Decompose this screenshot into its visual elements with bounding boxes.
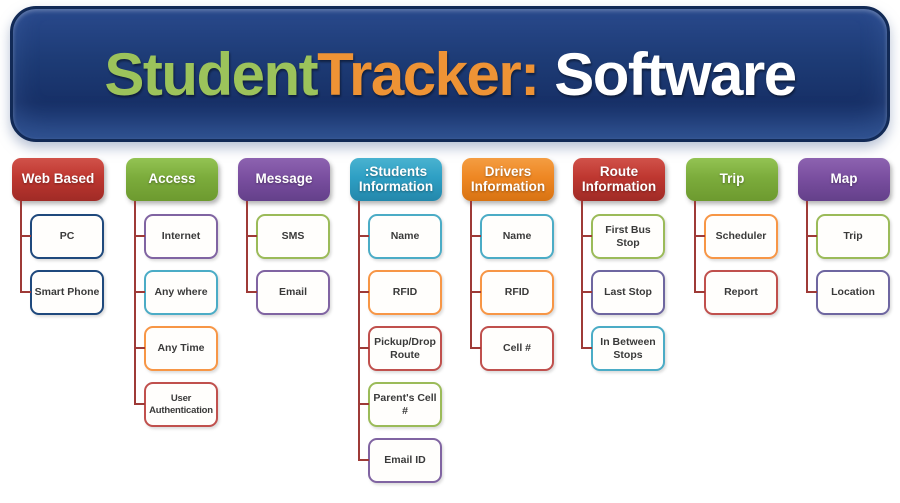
column-web-based: Web Based PC Smart Phone <box>12 158 104 498</box>
connector-line <box>246 201 248 293</box>
column-header-access: Access <box>126 158 218 201</box>
node-pickup-drop-route: Pickup/Drop Route <box>358 326 442 371</box>
node-driver-name: Name <box>470 214 554 259</box>
node-pc: PC <box>20 214 104 259</box>
column-header-web-based: Web Based <box>12 158 104 201</box>
column-header-label: Route Information <box>581 163 657 194</box>
node-label: Name <box>390 230 420 243</box>
node-label: In Between Stops <box>600 336 656 361</box>
column-access: Access Internet Any where Any Time User … <box>126 158 218 498</box>
column-header-message: Message <box>238 158 330 201</box>
node-label: Email <box>278 286 307 299</box>
node-label: Scheduler <box>715 230 767 243</box>
node-label: Parent's Cell # <box>373 392 437 417</box>
column-header-route-information: Route Information <box>573 158 665 201</box>
node-any-where: Any where <box>134 270 218 315</box>
node-label: Name <box>502 230 532 243</box>
column-header-label: Map <box>830 171 858 187</box>
connector-line <box>134 201 136 405</box>
node-label: RFID <box>392 286 418 299</box>
connector-line <box>358 201 360 461</box>
node-label: Location <box>831 286 875 299</box>
node-student-name: Name <box>358 214 442 259</box>
node-in-between-stops: In Between Stops <box>581 326 665 371</box>
node-driver-rfid: RFID <box>470 270 554 315</box>
column-header-map: Map <box>798 158 890 201</box>
node-smart-phone: Smart Phone <box>20 270 104 315</box>
node-label: Pickup/Drop Route <box>374 336 436 361</box>
node-map-trip: Trip <box>806 214 890 259</box>
node-label: RFID <box>504 286 530 299</box>
node-sms: SMS <box>246 214 330 259</box>
node-scheduler: Scheduler <box>694 214 778 259</box>
node-label: Email ID <box>384 454 426 467</box>
node-report: Report <box>694 270 778 315</box>
node-label: Any where <box>154 286 208 299</box>
connector-line <box>694 201 696 293</box>
column-header-label: Drivers Information <box>470 163 546 194</box>
title-part-student: Student <box>104 40 318 108</box>
column-route-information: Route Information First Bus Stop Last St… <box>573 158 665 498</box>
column-header-label: :Students Information <box>358 163 434 194</box>
node-last-stop: Last Stop <box>581 270 665 315</box>
node-label: Report <box>724 286 758 299</box>
node-email-id: Email ID <box>358 438 442 483</box>
node-first-bus-stop: First Bus Stop <box>581 214 665 259</box>
connector-line <box>470 201 472 349</box>
node-label: First Bus Stop <box>605 224 651 249</box>
title-part-software: Software <box>554 40 797 108</box>
title-part-tracker: Tracker: <box>317 40 540 108</box>
column-header-label: Web Based <box>21 171 95 187</box>
node-email: Email <box>246 270 330 315</box>
title-banner: StudentTracker:Software <box>10 6 890 142</box>
node-label: SMS <box>281 230 305 243</box>
node-label: Smart Phone <box>34 286 100 299</box>
column-header-trip: Trip <box>686 158 778 201</box>
column-students-information: :Students Information Name RFID Pickup/D… <box>350 158 442 498</box>
node-internet: Internet <box>134 214 218 259</box>
node-label: Last Stop <box>604 286 652 299</box>
page-title: StudentTracker:Software <box>104 40 797 109</box>
column-message: Message SMS Email <box>238 158 330 498</box>
node-label: Trip <box>843 230 863 243</box>
node-map-location: Location <box>806 270 890 315</box>
column-header-label: Access <box>148 171 196 187</box>
column-map: Map Trip Location <box>798 158 890 498</box>
node-label: PC <box>59 230 75 243</box>
column-header-label: Trip <box>719 171 745 187</box>
node-user-authentication: User Authentication <box>134 382 218 427</box>
node-label: Cell # <box>502 342 531 355</box>
node-driver-cell: Cell # <box>470 326 554 371</box>
column-trip: Trip Scheduler Report <box>686 158 778 498</box>
column-drivers-information: Drivers Information Name RFID Cell # <box>462 158 554 498</box>
node-student-rfid: RFID <box>358 270 442 315</box>
column-header-label: Message <box>255 171 313 187</box>
node-parents-cell: Parent's Cell # <box>358 382 442 427</box>
node-any-time: Any Time <box>134 326 218 371</box>
node-label: Internet <box>161 230 201 243</box>
connector-line <box>20 201 22 293</box>
node-label: Any Time <box>157 342 205 355</box>
node-label: User Authentication <box>149 393 213 416</box>
connector-line <box>581 201 583 349</box>
connector-line <box>806 201 808 293</box>
column-header-students-information: :Students Information <box>350 158 442 201</box>
column-header-drivers-information: Drivers Information <box>462 158 554 201</box>
